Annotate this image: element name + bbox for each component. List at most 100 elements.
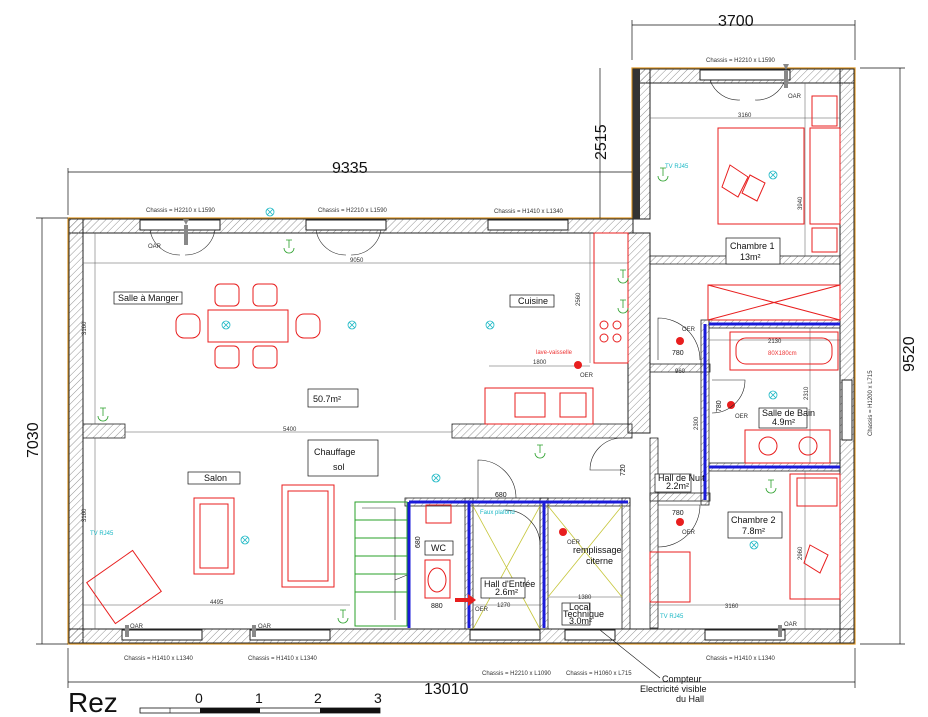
chassis-bottom-5: Chassis = H1410 x L1340: [706, 656, 776, 662]
dim-3160-b: 3160: [82, 508, 88, 522]
plan-title: Rez: [68, 687, 118, 717]
compteur-3: du Hall: [676, 694, 704, 704]
dim-mid-vertical: 2515: [593, 124, 610, 160]
bed-chambre1: [717, 127, 841, 225]
dim-1270: 1270: [497, 603, 511, 609]
chassis-bottom-3: Chassis = H2210 x L1090: [482, 671, 552, 677]
room-salle-a-manger: Salle à Manger: [118, 293, 179, 303]
electric-points: [559, 337, 735, 536]
scale-1: 1: [255, 690, 263, 706]
oar-5: OAR: [784, 622, 798, 628]
room-wc: WC: [431, 543, 446, 553]
interior-dim-lines: [83, 83, 840, 629]
dim-680-a: 680: [495, 492, 507, 499]
stair-lines: [362, 507, 408, 620]
interior-walls: [82, 255, 841, 630]
dim-ch2-width: 3160: [725, 604, 739, 610]
dimension-lines: [36, 20, 905, 688]
dim-left-vertical: 7030: [25, 422, 42, 458]
faux-plafond-cross: [472, 505, 623, 630]
dim-1380: 1380: [578, 595, 592, 601]
oar-3: OAR: [130, 624, 144, 630]
room-chambre1-area: 13m²: [740, 252, 761, 262]
kitchen-units: [484, 232, 629, 425]
bath-size: 80X180cm: [768, 351, 797, 357]
dim-sdb-depth: 2310: [804, 386, 810, 400]
remplissage-1: remplissage: [573, 545, 622, 555]
room-salon: Salon: [204, 473, 227, 483]
dim-780-b: 780: [672, 510, 684, 517]
chassis-bottom-2: Chassis = H1410 x L1340: [248, 656, 318, 662]
bathroom-fixtures: [729, 95, 839, 464]
dim-bottom: 13010: [424, 681, 469, 698]
dim-9050: 9050: [350, 258, 364, 264]
dim-780-c: 780: [716, 400, 723, 412]
dim-960: 960: [675, 369, 686, 375]
scale-0: 0: [195, 690, 203, 706]
room-cuisine: Cuisine: [518, 296, 548, 306]
dim-3160-a: 3160: [82, 321, 88, 335]
room-sdb-area: 4.9m²: [772, 417, 795, 427]
chassis-top-2: Chassis = H2210 x L1590: [318, 208, 388, 214]
dim-780-a: 780: [672, 350, 684, 357]
sockets: [97, 167, 777, 624]
room-chauffage-2: sol: [333, 462, 345, 472]
bed-chambre2: [789, 473, 841, 600]
oer-1: OER: [580, 373, 594, 379]
dim-880: 880: [431, 603, 443, 610]
dining-table: [175, 283, 321, 369]
oar-1: OAR: [148, 244, 162, 250]
scale-bar: [139, 707, 381, 714]
dim-720: 720: [620, 464, 627, 476]
dim-top-right: 3700: [718, 13, 754, 30]
insulation-lines: [407, 322, 840, 628]
oar-4: OAR: [258, 624, 272, 630]
dim-680-b: 680: [415, 536, 422, 548]
room-local-area: 3.0m²: [569, 616, 592, 626]
dim-left-top: 9335: [332, 160, 368, 177]
oer-3: OER: [735, 414, 749, 420]
chassis-top-3: Chassis = H1410 x L1340: [494, 209, 564, 215]
room-hall-nuit-area: 2.2m²: [666, 481, 689, 491]
chassis-bottom-1: Chassis = H1410 x L1340: [124, 656, 194, 662]
dim-4495: 4495: [210, 600, 224, 606]
dim-1800: 1800: [533, 360, 547, 366]
salon-furniture: [86, 484, 335, 625]
room-chauffage-1: Chauffage: [314, 447, 355, 457]
room-area-main: 50.7m²: [313, 394, 341, 404]
dim-ch1-depth: 3940: [798, 196, 804, 210]
dim-5400: 5400: [283, 427, 297, 433]
dim-right-vertical: 9520: [901, 336, 918, 372]
staircase: [354, 501, 408, 627]
chassis-right: Chassis = H1200 x L715: [868, 370, 874, 436]
scale-2: 2: [314, 690, 322, 706]
room-chambre1: Chambre 1: [730, 241, 775, 251]
dim-ch1-width: 3160: [738, 113, 752, 119]
tv-rj45-3: TV RJ45: [660, 614, 684, 620]
doors: [477, 317, 746, 548]
remplissage-2: citerne: [586, 556, 613, 566]
room-chambre2: Chambre 2: [731, 515, 776, 525]
lave-vaisselle: lave-vaisselle: [536, 350, 573, 356]
window-arcs: [149, 79, 786, 256]
exterior-outline: [67, 67, 856, 645]
room-local-2: Technique: [563, 609, 604, 619]
chassis-top-ch1: Chassis = H2210 x L1590: [706, 58, 776, 64]
dim-sdb-width: 2130: [768, 339, 782, 345]
dim-hall-nuit: 2300: [694, 416, 700, 430]
oer-4: OER: [682, 530, 696, 536]
room-hall-entree: Hall d'Entrée: [484, 579, 535, 589]
compteur-1: Compteur: [662, 674, 702, 684]
windows: [121, 69, 853, 641]
room-local-1: Local: [569, 602, 591, 612]
other-red: [424, 284, 841, 603]
dim-2560: 2560: [576, 292, 582, 306]
room-hall-entree-area: 2.6m²: [495, 587, 518, 597]
oer-5: OER: [567, 540, 581, 546]
chassis-top-1: Chassis = H2210 x L1590: [146, 208, 216, 214]
tv-rj45-2: TV RJ45: [90, 531, 114, 537]
oar-markers: [124, 64, 789, 637]
light-points: [221, 170, 778, 550]
compteur-2: Electricité visible: [640, 684, 707, 694]
